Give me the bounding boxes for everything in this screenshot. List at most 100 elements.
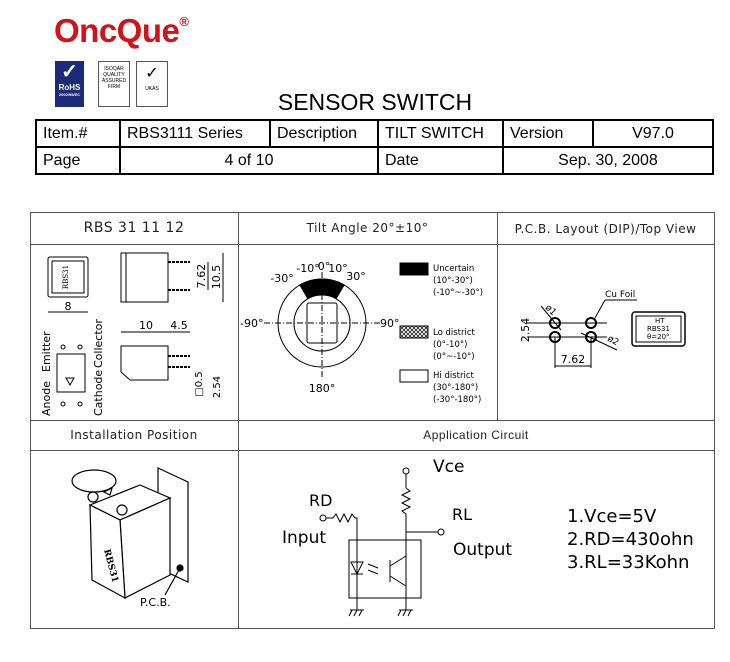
dimension-drawing: RBS31 8 7.62 10.5 10 4.5 □0.5 2.54 Anode… <box>40 252 224 416</box>
dim-width: 8 <box>65 300 72 313</box>
rd-label: RD <box>309 491 332 510</box>
legend-label: Lo district <box>433 328 476 338</box>
ukas-label: UKAS <box>145 86 159 92</box>
dim-pin-size: □0.5 <box>194 371 205 396</box>
dim-height: 10.5 <box>210 265 223 290</box>
dim-pin-pitch: 2.54 <box>212 376 223 398</box>
optocoupler-box <box>348 539 422 599</box>
description-label: Description <box>269 119 379 148</box>
legend-range: (10°-30°) <box>433 276 473 286</box>
input-label: Input <box>282 528 326 548</box>
pin-anode: Anode <box>40 381 53 416</box>
angle-180: 180° <box>309 382 336 395</box>
rl-resistor <box>400 474 412 598</box>
sensor-outline <box>306 302 338 344</box>
rohs-badge: ✓ RoHS 2002/95/EC <box>55 61 84 107</box>
document-title: SENSOR SWITCH <box>277 89 473 115</box>
pcb-label: P.C.B. <box>140 596 171 609</box>
circuit-note: 2.RD=430ohn <box>567 529 694 550</box>
version-label: Version <box>502 119 594 148</box>
item-value: RBS3111 Series <box>119 119 271 148</box>
check-icon: ✓ <box>61 61 78 83</box>
registered-mark: ® <box>179 14 189 29</box>
pin-terminal <box>77 401 83 407</box>
dimensions-heading: RBS 31 11 12 <box>83 220 185 236</box>
marking-text: HT <box>655 317 665 325</box>
page-label: Page <box>35 146 121 175</box>
dim-pitch: 7.62 <box>195 264 208 289</box>
angle-m90: -90° <box>240 317 263 330</box>
legend-range: (-10°~-30°) <box>433 288 483 298</box>
info-row: Item.# RBS3111 Series Description TILT S… <box>35 119 714 148</box>
angle-0: 0° <box>318 260 331 273</box>
output-label: Output <box>453 540 512 560</box>
pin-emitter: Emitter <box>40 331 53 372</box>
date-label: Date <box>377 146 504 175</box>
arrow-head <box>102 486 113 496</box>
divider <box>497 212 498 420</box>
output-terminal <box>437 528 445 536</box>
marking-text: θ=20° <box>647 333 670 341</box>
phototransistor-symbol <box>389 555 407 587</box>
sensor-front <box>89 504 126 600</box>
legend-label: Uncertain <box>433 264 474 274</box>
hole-diameter: ø1 <box>543 303 558 318</box>
vce-terminal <box>402 467 410 475</box>
pin-collector: Collector <box>92 319 105 368</box>
divider <box>30 450 715 451</box>
application-circuit: Vce RL RD Input Output 1.Vce=5V 2.RD=430… <box>282 457 694 617</box>
rl-label: RL <box>452 505 472 524</box>
circuit-note: 1.Vce=5V <box>567 506 657 527</box>
pcb-layout-drawing: Cu Foil ø1 ø2 2.54 7.62 HT RBS31 θ=20° <box>519 290 686 368</box>
installation-drawing: RBS31 P.C.B. <box>71 467 189 609</box>
angle-m30: -30° <box>270 272 293 285</box>
tilt-heading: Tilt Angle 20°±10° <box>306 221 429 235</box>
legend-range: (30°-180°) <box>433 383 478 393</box>
leader-line <box>580 332 618 351</box>
legend-label: Hi district <box>433 371 475 381</box>
ukas-badge: ✓ UKAS <box>136 61 168 107</box>
bottom-view <box>120 345 169 381</box>
install-heading: Installation Position <box>70 428 198 442</box>
legend-range: (0°-10°) <box>433 340 467 350</box>
legend-swatch-lo <box>399 325 429 339</box>
pads <box>549 317 597 343</box>
divider <box>30 244 715 245</box>
front-label-area <box>51 260 85 294</box>
vce-label: Vce <box>433 457 464 477</box>
brand-logo: OncQue® <box>54 12 189 50</box>
info-table: Item.# RBS3111 Series Description TILT S… <box>35 119 714 175</box>
legend-swatch-uncertain <box>399 262 429 276</box>
circuit-heading: Application Circuit <box>423 428 529 442</box>
rd-resistor <box>326 512 358 610</box>
pin-cathode: Cathode <box>92 370 105 416</box>
divider <box>238 212 239 629</box>
dim-depth: 10 <box>139 319 153 332</box>
dim-pin-length: 4.5 <box>170 319 188 332</box>
item-label: Item.# <box>35 119 121 148</box>
diode-symbol <box>65 377 75 387</box>
top-view-label <box>631 311 686 347</box>
leader-line <box>164 567 181 596</box>
isoqar-label: ISOQAR QUALITY ASSURED FIRM <box>101 66 127 90</box>
version-value: V97.0 <box>592 119 714 148</box>
light-arrows <box>367 563 379 575</box>
isoqar-badge: ISOQAR QUALITY ASSURED FIRM <box>98 61 130 107</box>
side-view <box>120 252 169 303</box>
ground-icon <box>397 609 413 617</box>
angle-p30: 30° <box>346 270 366 283</box>
schematic-symbol <box>56 353 86 393</box>
legend-range: (0°~-10°) <box>433 352 475 362</box>
pitch-vertical: 2.54 <box>519 318 532 343</box>
circuit-note: 3.RL=33Kohn <box>567 552 689 573</box>
description-value: TILT SWITCH <box>377 119 504 148</box>
brand-name: OncQue <box>54 12 180 49</box>
pin-terminal <box>60 344 66 350</box>
rohs-sub: 2002/95/EC <box>58 92 81 97</box>
pad-diameter: ø2 <box>606 334 621 348</box>
leader-line <box>540 305 562 331</box>
rohs-label: RoHS <box>58 83 81 92</box>
theta-icon <box>87 491 99 503</box>
leader-line <box>594 299 606 319</box>
